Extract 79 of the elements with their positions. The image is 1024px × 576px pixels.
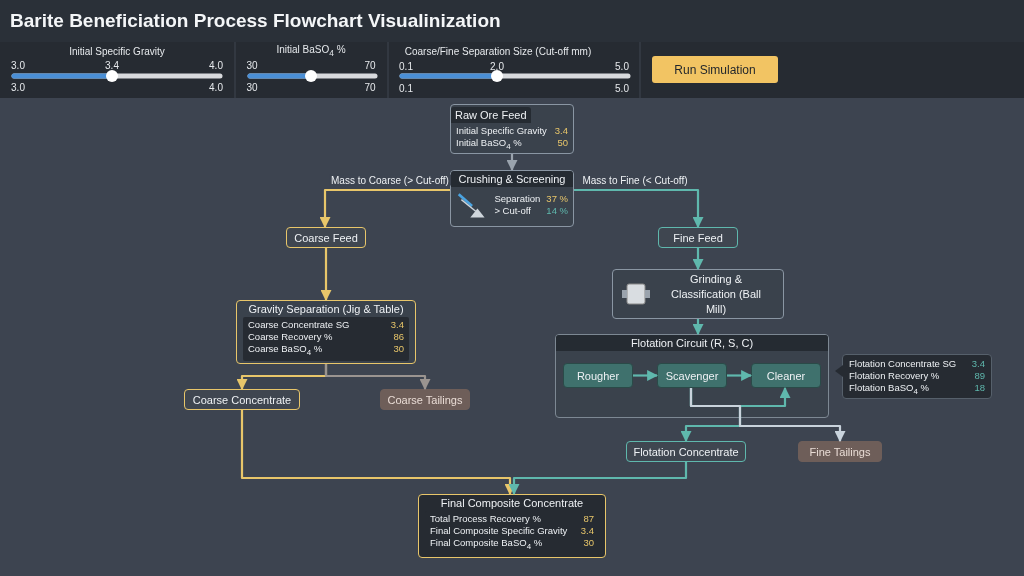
slider-value: 70	[364, 81, 376, 93]
slider-value: 3.4	[105, 59, 119, 71]
circuit-group	[555, 334, 829, 418]
metric-value: 3.4	[390, 319, 404, 331]
metric-label: Initial Specific Gravity	[456, 125, 547, 137]
metric-value: 30	[393, 343, 404, 356]
metric-value: 87	[583, 513, 594, 525]
slider-value: 2.0	[490, 60, 504, 72]
slider-value: 0.1	[399, 60, 413, 72]
metric-label: Final Composite BaSO$_{4}$ %	[430, 537, 543, 553]
process-box	[450, 104, 574, 154]
slider-label: Initial Specific Gravity	[69, 45, 165, 57]
flow-arrow	[506, 154, 518, 172]
slider-label: Coarse/Fine Separation Size (Cut-off mm)	[404, 45, 592, 57]
stream-box: Coarse Feed	[286, 227, 366, 248]
stream-box: Scavenger	[657, 363, 727, 388]
slider-value: 4.0	[209, 81, 223, 93]
metric-value: 3.4	[971, 358, 985, 370]
metric-label: Flotation BaSO$_{4}$ %	[849, 382, 929, 398]
metric-value: 3.4	[554, 125, 568, 137]
slider-value: 70	[364, 59, 376, 71]
process-box	[450, 170, 574, 227]
slider-value: 4.0	[209, 59, 223, 71]
edge-label: Mass to Fine (< Cut-off)	[580, 174, 690, 186]
metric-label: Separation	[494, 193, 541, 205]
metric-value: 86	[393, 331, 404, 343]
stream-box: Coarse Tailings	[380, 389, 470, 410]
slider-label: Initial BaSO$_{4}$ %	[276, 44, 346, 58]
flow-arrow	[727, 370, 753, 381]
process-box	[612, 269, 784, 319]
process-box	[418, 494, 606, 558]
metric-value: 50	[557, 137, 568, 150]
metric-value: 30	[583, 537, 594, 550]
stream-box: Flotation Concentrate	[626, 441, 746, 462]
flow-arrow	[319, 188, 450, 229]
process-box	[236, 300, 416, 364]
slider-value: 5.0	[615, 82, 629, 94]
metric-value: 37 %	[546, 193, 568, 205]
stream-box: Rougher	[563, 363, 633, 388]
flow-arrow	[324, 364, 431, 391]
metric-value: 14 %	[546, 205, 568, 217]
flow-arrow	[508, 462, 688, 496]
slider-value: 30	[246, 59, 258, 71]
metric-label: Total Process Recovery %	[430, 513, 541, 525]
slider-value: 0.1	[399, 82, 413, 94]
group-heading: Flotation Circuit (R, S, C)	[556, 335, 828, 351]
flow-arrow	[692, 319, 704, 336]
metric-label: > Cut-off	[494, 205, 531, 217]
run-simulation-button: Run Simulation	[652, 56, 778, 83]
metric-value: 18	[974, 382, 985, 395]
metric-label: Coarse Concentrate SG	[248, 319, 350, 331]
stream-box: Fine Feed	[658, 227, 738, 248]
metric-label: Initial BaSO$_{4}$ %	[456, 137, 522, 153]
flow-arrow	[633, 370, 659, 381]
metric-label: Flotation Recovery %	[849, 370, 940, 382]
slider-value: 3.0	[11, 81, 25, 93]
flow-arrow	[689, 388, 846, 443]
stream-box: Coarse Concentrate	[184, 389, 300, 410]
edge-label: Mass to Coarse (> Cut-off)	[329, 174, 451, 186]
flow-arrow	[692, 248, 704, 271]
node-heading: Crushing & Screening	[451, 171, 573, 187]
node-heading: Gravity Separation (Jig & Table)	[247, 302, 405, 317]
slider-value: 3.0	[11, 59, 25, 71]
node-heading: Raw Ore Feed	[451, 107, 531, 123]
slider-value: 5.0	[615, 60, 629, 72]
slider-value: 30	[246, 81, 258, 93]
metric-label: Coarse BaSO$_{4}$ %	[248, 343, 323, 359]
metric-label: Flotation Concentrate SG	[849, 358, 957, 370]
metric-label: Final Composite Specific Gravity	[430, 525, 568, 537]
stream-box: Fine Tailings	[798, 441, 882, 462]
metric-value: 89	[974, 370, 985, 382]
metric-value: 3.4	[580, 525, 594, 537]
metric-label: Coarse Recovery %	[248, 331, 333, 343]
node-label: Grinding & Classification (Ball Mill)	[670, 271, 762, 317]
stream-box: Cleaner	[751, 363, 821, 388]
node-heading: Final Composite Concentrate	[439, 496, 585, 511]
flow-arrow	[574, 188, 704, 229]
flow-arrow	[320, 248, 332, 302]
diagram-title: Barite Beneficiation Process Flowchart Visualinization	[10, 10, 501, 32]
